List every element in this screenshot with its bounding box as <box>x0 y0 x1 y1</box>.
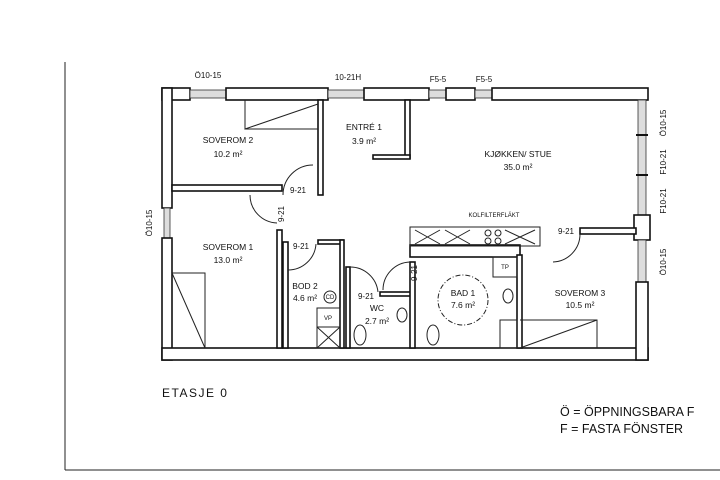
window-label-right-1: Ö10-15 <box>659 109 668 136</box>
room-area-kjokken-stue: 35.0 m² <box>504 162 533 172</box>
window-top-left <box>189 89 227 99</box>
window-f5-2 <box>474 89 493 99</box>
toilet-bad <box>426 324 440 346</box>
room-area-bod2: 4.6 m² <box>293 293 317 303</box>
room-name-bad1: BAD 1 <box>451 288 476 298</box>
room-area-entre1: 3.9 m² <box>352 136 376 146</box>
interior-walls <box>171 99 637 349</box>
window-f5-1 <box>428 89 447 99</box>
tp-label: TP <box>501 265 509 271</box>
window-label-f5-1: F5-5 <box>430 75 447 84</box>
window-label-right-4: Ö10-15 <box>659 248 668 275</box>
room-area-bad1: 7.6 m² <box>451 300 475 310</box>
cd-label: CD <box>326 295 335 301</box>
room-area-soverom1: 13.0 m² <box>214 255 243 265</box>
window-label-right-2: F10-21 <box>659 149 668 175</box>
room-name-bod2: BOD 2 <box>292 281 318 291</box>
room-name-soverom3: SOVEROM 3 <box>555 288 606 298</box>
cd-symbol <box>323 290 337 304</box>
window-label-left: Ö10-15 <box>145 209 154 236</box>
room-area-soverom3: 10.5 m² <box>566 300 595 310</box>
kolfilterflakt-label: KOLFILTERFLÄKT <box>469 212 520 219</box>
window-label-right-3: F10-21 <box>659 188 668 214</box>
room-name-kjokken-stue: KJØKKEN/ STUE <box>484 149 551 159</box>
vp-label: VP <box>324 316 332 322</box>
legend-line-1: Ö = ÖPPNINGSBARA F <box>560 405 695 419</box>
exterior-walls <box>161 87 651 361</box>
entry-door-opening <box>327 89 365 99</box>
room-name-soverom2: SOVEROM 2 <box>203 135 254 145</box>
door-label-bad1: 9-21 <box>410 264 419 281</box>
tp-box <box>492 256 518 278</box>
legend-line-2: F = FASTA FÖNSTER <box>560 422 683 436</box>
room-name-wc: WC <box>370 303 384 313</box>
door-label-soverom3: 9-21 <box>558 227 575 236</box>
window-left <box>163 207 171 239</box>
floor-title: ETASJE 0 <box>162 386 228 400</box>
room-name-entre1: ENTRÉ 1 <box>346 122 382 132</box>
door-label-wc: 9-21 <box>358 292 375 301</box>
room-area-soverom2: 10.2 m² <box>214 149 243 159</box>
toilet-wc <box>353 324 367 346</box>
room-area-wc: 2.7 m² <box>365 316 389 326</box>
door-label-bod2: 9-21 <box>293 242 310 251</box>
room-name-soverom1: SOVEROM 1 <box>203 242 254 252</box>
door-label-entry: 10-21H <box>335 73 361 82</box>
window-label-top-left: Ö10-15 <box>195 71 222 80</box>
door-label-soverom1: 9-21 <box>277 205 286 222</box>
sink-bad <box>502 288 514 304</box>
door-label-soverom2: 9-21 <box>290 186 307 195</box>
sink-wc <box>396 307 408 323</box>
window-label-f5-2: F5-5 <box>476 75 493 84</box>
window-right-group <box>637 99 647 216</box>
